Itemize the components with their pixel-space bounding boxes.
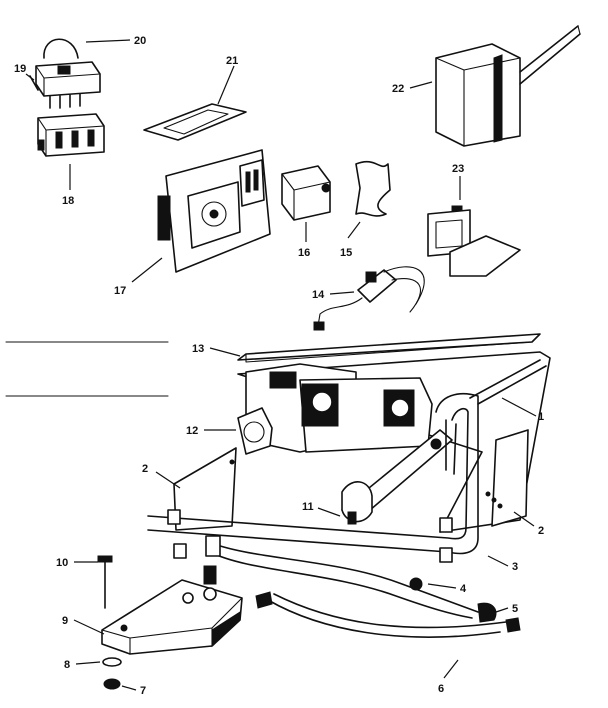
callout-12: 12	[186, 425, 198, 437]
part-17-plate	[157, 149, 271, 273]
callout-labels: 1 2 2 3 4 5 6 7 8 9 10 11 12 13 14 15 16…	[14, 35, 544, 697]
part-4-nut	[409, 577, 423, 591]
callout-leaders	[25, 39, 537, 691]
callout-23: 23	[452, 163, 464, 175]
part-9-module	[101, 565, 243, 655]
callout-18: 18	[62, 195, 74, 207]
callout-3: 3	[512, 561, 518, 573]
callout-6: 6	[438, 683, 444, 695]
callout-14: 14	[312, 289, 325, 301]
callout-19: 19	[14, 63, 26, 75]
part-11-burner	[341, 419, 457, 525]
ignition-cable	[205, 535, 497, 623]
part-16-relay	[281, 165, 331, 221]
bracket-left-top	[167, 509, 181, 525]
callout-10: 10	[56, 557, 68, 569]
part-12-gas-valve	[237, 363, 433, 455]
callout-2-left: 2	[142, 463, 148, 475]
callout-5: 5	[512, 603, 518, 615]
callout-13: 13	[192, 343, 204, 355]
callout-11: 11	[302, 501, 314, 513]
callout-7: 7	[140, 685, 146, 697]
part-8-washer	[102, 657, 122, 667]
bracket-left-bottom	[173, 543, 187, 559]
callout-2-right: 2	[538, 525, 544, 537]
part-14-sensor	[313, 266, 425, 331]
part-23-bracket	[427, 205, 521, 277]
part-22-box	[435, 25, 581, 147]
part-20-handle	[43, 38, 79, 59]
part-15-clip	[355, 160, 391, 217]
part-19-switch	[29, 61, 101, 109]
bracket-right-top	[439, 517, 453, 533]
part-18-switch-base	[37, 113, 105, 157]
callout-4: 4	[460, 583, 467, 595]
part-21-gasket	[143, 103, 247, 141]
callout-15: 15	[340, 247, 352, 259]
callout-22: 22	[392, 83, 404, 95]
part-1-pipe	[147, 359, 547, 555]
part-10-screw	[97, 555, 113, 609]
part-6-lead-wire	[255, 591, 521, 638]
callout-21: 21	[226, 55, 238, 67]
callout-20: 20	[134, 35, 146, 47]
callout-8: 8	[64, 659, 70, 671]
callout-1: 1	[538, 411, 544, 423]
callout-17: 17	[114, 285, 126, 297]
part-7-nut	[103, 678, 121, 690]
part-13-channel	[237, 333, 541, 363]
bracket-right-bottom	[439, 547, 453, 563]
callout-16: 16	[298, 247, 310, 259]
callout-9: 9	[62, 615, 68, 627]
